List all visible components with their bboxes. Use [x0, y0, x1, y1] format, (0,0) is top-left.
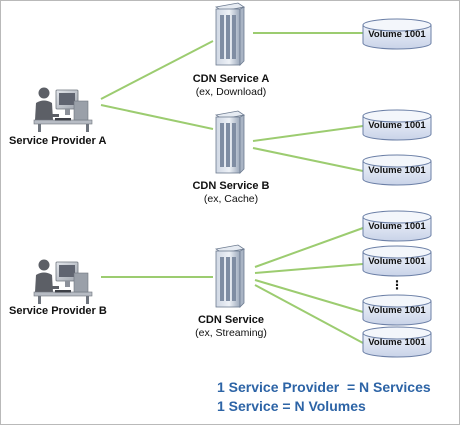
connector-stream-volume-1 — [254, 227, 364, 268]
volume-label: Volume 1001 — [368, 165, 426, 176]
cdn-streaming-name: CDN Service — [197, 314, 265, 326]
cdn-streaming-server-icon — [215, 244, 245, 308]
cdn-service-b-server-icon — [215, 110, 245, 174]
cdn-service-a-name: CDN Service A — [192, 73, 270, 85]
cdn-service-a-label: CDN Service A (ex, Download) — [181, 73, 281, 99]
connector-stream-volume-2 — [254, 263, 364, 274]
volume-label: Volume 1001 — [368, 337, 426, 348]
volume-label: Volume 1001 — [368, 29, 426, 40]
connector-provider-a-service-a — [100, 40, 214, 100]
connector-lines — [100, 32, 364, 344]
connector-stream-volume-3 — [254, 279, 364, 313]
cdn-service-b-label: CDN Service B (ex, Cache) — [181, 180, 281, 206]
connector-provider-a-service-b — [100, 104, 214, 130]
provider-a-workstation-icon — [33, 87, 93, 133]
cdn-service-a-subtitle: (ex, Download) — [195, 86, 267, 98]
cdn-streaming-label: CDN Service (ex, Streaming) — [181, 314, 281, 340]
provider-b-workstation-icon — [33, 259, 93, 305]
connector-service-b-volume-1 — [252, 125, 364, 142]
cdn-service-b-name: CDN Service B — [192, 180, 270, 192]
more-volumes-ellipsis: ⋮ — [391, 278, 403, 292]
volume-label: Volume 1001 — [368, 221, 426, 232]
connector-service-b-volume-2 — [252, 147, 364, 172]
connector-stream-volume-4 — [254, 284, 364, 344]
provider-b-label: Service Provider B — [9, 305, 107, 317]
formula-provider-services: 1 Service Provider = N Services — [217, 379, 431, 395]
volume-label: Volume 1001 — [368, 256, 426, 267]
cdn-service-b-subtitle: (ex, Cache) — [203, 193, 259, 205]
volume-label: Volume 1001 — [368, 120, 426, 131]
volume-label: Volume 1001 — [368, 305, 426, 316]
cdn-service-a-server-icon — [215, 2, 245, 66]
cdn-streaming-subtitle: (ex, Streaming) — [195, 327, 267, 339]
formula-service-volumes: 1 Service = N Volumes — [217, 398, 366, 414]
provider-a-label: Service Provider A — [9, 135, 107, 147]
